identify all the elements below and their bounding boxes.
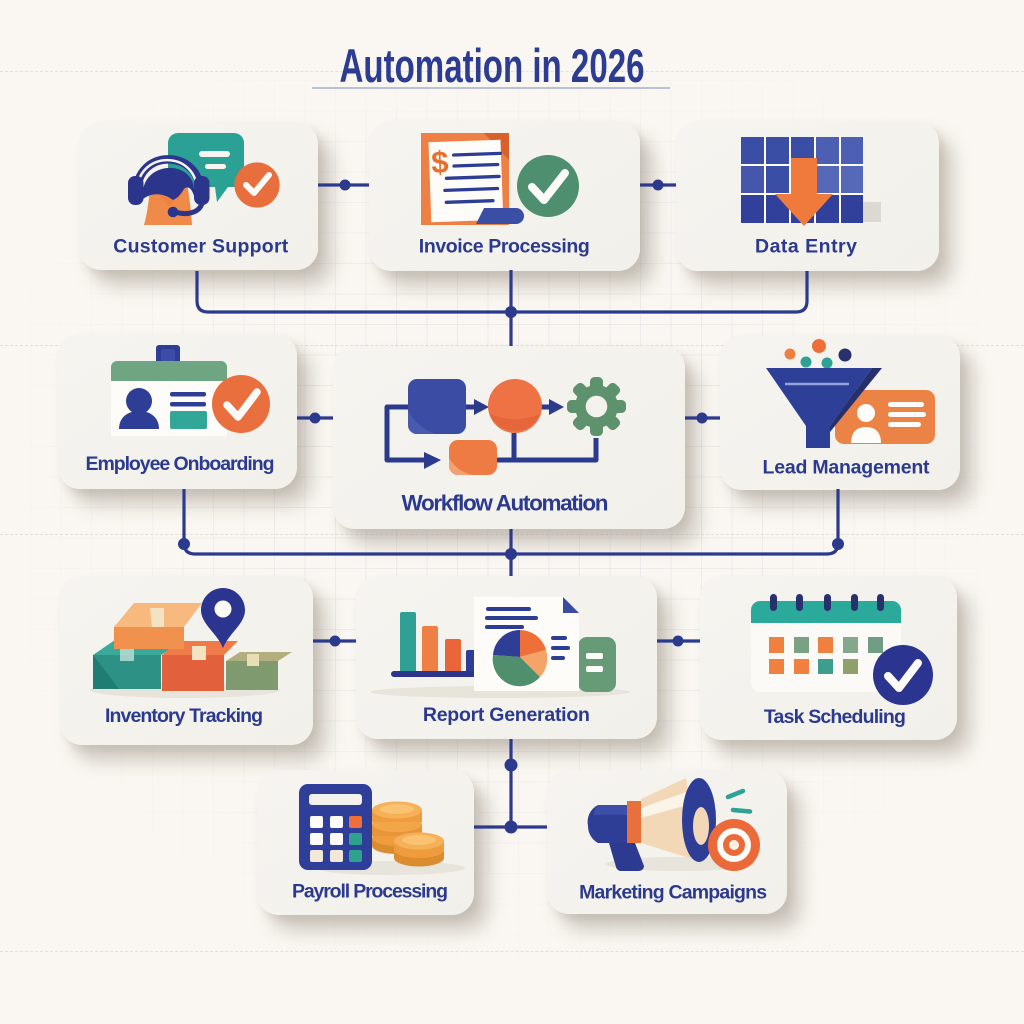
svg-text:Lead Management: Lead Management [763,457,931,479]
svg-text:Employee Onboarding: Employee Onboarding [86,453,275,475]
svg-text:Report Generation: Report Generation [423,704,590,726]
svg-text:$: $ [431,145,449,181]
svg-text:Invoice Processing: Invoice Processing [419,236,590,258]
svg-text:Data Entry: Data Entry [755,236,857,258]
svg-text:Task Scheduling: Task Scheduling [764,706,906,728]
svg-text:Payroll Processing: Payroll Processing [292,880,448,902]
svg-text:Inventory Tracking: Inventory Tracking [105,705,263,727]
svg-text:Automation in 2026: Automation in 2026 [340,39,645,92]
svg-text:Workflow Automation: Workflow Automation [402,491,609,516]
svg-text:Customer Support: Customer Support [113,236,288,258]
svg-text:Marketing Campaigns: Marketing Campaigns [579,882,767,904]
